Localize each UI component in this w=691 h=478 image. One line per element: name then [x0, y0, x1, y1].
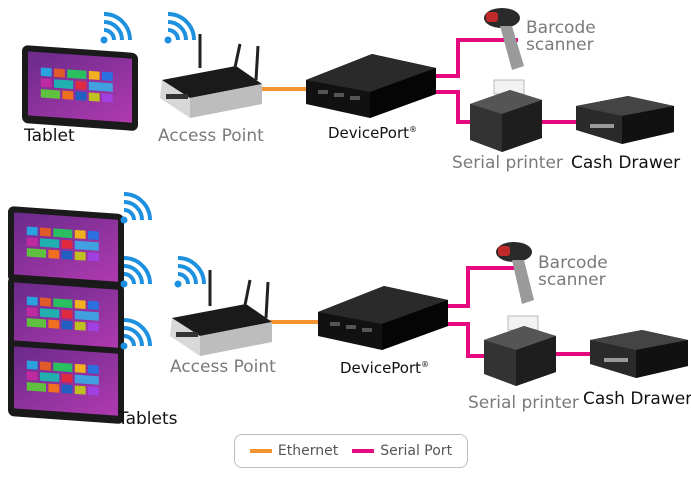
serial-port-swatch: [352, 449, 375, 453]
serial-line-barcode-bottom: [440, 266, 520, 308]
cash-drawer-device-bottom: [590, 330, 688, 378]
cash-drawer-device-top: [576, 96, 674, 144]
barcode-label-bottom-line2: scanner: [538, 270, 606, 290]
wifi-icon-bottom-tablet-1: [120, 192, 152, 224]
ethernet-swatch: [249, 449, 272, 453]
legend-item-serial: Serial Port: [352, 443, 452, 459]
barcode-label-bottom-line1: Barcode: [538, 253, 608, 273]
barcode-label-top-line1: Barcode: [526, 18, 596, 38]
connections-bottom: [268, 266, 592, 358]
cash-drawer-label-bottom: Cash Drawer: [583, 389, 691, 409]
tablet-device-bottom-2: [8, 276, 124, 360]
access-point-label-bottom: Access Point: [170, 357, 276, 377]
legend-label-serial-port: Serial Port: [380, 443, 453, 459]
wifi-icon-bottom-tablet-3: [120, 318, 152, 350]
serial-printer-label-bottom: Serial printer: [468, 393, 579, 413]
tablets-label-bottom: Tablets: [117, 409, 178, 429]
barcode-scanner-device-top: [484, 8, 524, 70]
tablet-device-top: [22, 45, 138, 131]
barcode-scanner-device-bottom: [496, 242, 534, 304]
serial-line-printer-top: [432, 90, 478, 124]
cash-drawer-label-top: Cash Drawer: [571, 153, 680, 173]
deviceport-label-bottom: DevicePort®: [340, 359, 429, 377]
serial-printer-label-top: Serial printer: [452, 153, 563, 173]
tablet-device-bottom-3: [8, 340, 124, 424]
wifi-icon-bottom-tablet-2: [120, 256, 152, 288]
wifi-icon-top-ap: [164, 12, 196, 44]
legend-label-ethernet: Ethernet: [277, 443, 339, 459]
access-point-label-top: Access Point: [158, 126, 264, 146]
tablet-device-bottom-1: [8, 206, 124, 290]
access-point-device-top: [160, 34, 262, 118]
serial-line-barcode-top: [428, 38, 518, 78]
legend-item-ethernet: Ethernet: [249, 443, 339, 459]
serial-printer-device-bottom: [484, 315, 556, 386]
deviceport-label-top: DevicePort®: [328, 124, 417, 142]
legend: Ethernet Serial Port: [234, 434, 468, 468]
serial-line-printer-bottom: [444, 322, 490, 358]
access-point-device-bottom: [170, 270, 272, 356]
wifi-icon-top-tablet: [100, 12, 132, 44]
barcode-label-top-line2: scanner: [526, 35, 594, 55]
tablet-label-top: Tablet: [23, 126, 75, 146]
wifi-icon-bottom-ap: [174, 256, 206, 288]
deviceport-device-top: [306, 54, 436, 118]
deviceport-device-bottom: [318, 286, 448, 350]
serial-printer-device-top: [470, 79, 542, 152]
